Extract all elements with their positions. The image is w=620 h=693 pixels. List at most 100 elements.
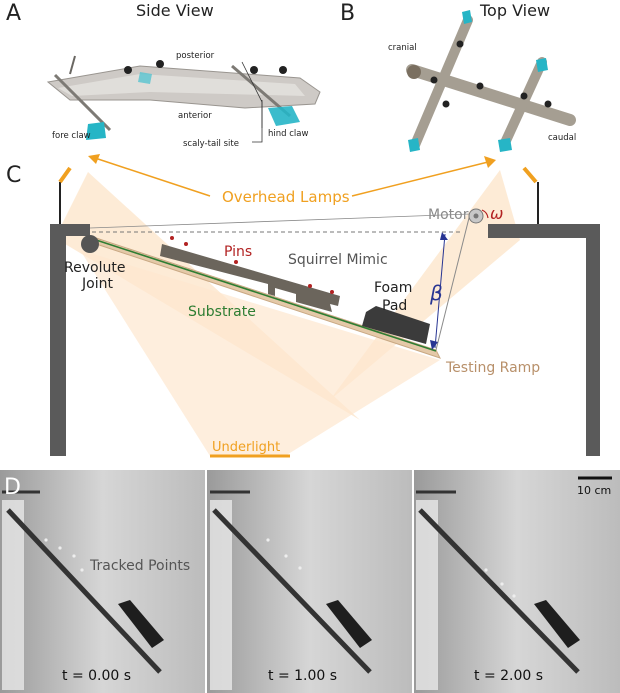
label-beta: β xyxy=(429,281,443,305)
foam-pad xyxy=(362,306,430,344)
pin-marker xyxy=(170,236,174,240)
top-view-marker xyxy=(430,76,438,84)
squirrel-mimic-shape xyxy=(160,244,340,312)
pin-marker xyxy=(308,284,312,288)
frame-top-right xyxy=(488,224,600,238)
tracked-point xyxy=(512,594,516,598)
frame-1-foam xyxy=(118,600,164,648)
lamp-arrow-left xyxy=(94,157,211,197)
beta-arrow xyxy=(434,233,446,349)
frame-2: t = 1.00 s xyxy=(207,470,412,693)
top-view-head xyxy=(407,65,421,79)
frame-3: 10 cm t = 2.00 s xyxy=(414,470,620,693)
label-overhead-lamps: Overhead Lamps xyxy=(222,188,350,206)
label-hind-claw: hind claw xyxy=(268,129,308,139)
side-view-device xyxy=(46,55,321,140)
panel-b-letter: B xyxy=(340,1,355,26)
frame-3-photo xyxy=(414,470,620,693)
side-view-marker xyxy=(250,66,258,74)
side-view-post xyxy=(69,55,76,75)
side-view-front-leg xyxy=(53,73,112,132)
motor-cable xyxy=(89,213,471,229)
frame-2-time: t = 1.00 s xyxy=(268,668,337,684)
panel-a-letter: A xyxy=(6,1,21,26)
top-view-rear-bar xyxy=(499,57,547,150)
frame-2-ramp xyxy=(212,508,372,674)
top-view-marker xyxy=(476,82,484,90)
top-view-claw xyxy=(498,138,512,152)
right-lamp xyxy=(522,166,538,184)
beta-arrow-head-top xyxy=(440,232,448,240)
label-testing-ramp: Testing Ramp xyxy=(445,360,540,376)
frame-left-leg xyxy=(50,224,66,456)
pin-marker xyxy=(330,290,334,294)
revolute-joint xyxy=(81,235,99,253)
panel-c-letter: C xyxy=(6,163,21,188)
tracked-point xyxy=(266,538,270,542)
pin-marker xyxy=(184,242,188,246)
left-lamp xyxy=(58,166,72,184)
top-view-claw xyxy=(408,138,420,152)
tracked-point xyxy=(44,538,48,542)
tracked-point xyxy=(58,546,62,550)
panel-d-letter: D xyxy=(4,475,21,500)
panel-a: A Side View posterior anterior fore claw… xyxy=(6,1,321,149)
tracked-point xyxy=(284,554,288,558)
panel-b: B Top View cranial caudal xyxy=(340,1,576,152)
motor-axle xyxy=(473,213,479,219)
label-omega: ω xyxy=(490,204,503,223)
label-squirrel-mimic: Squirrel Mimic xyxy=(288,252,388,268)
panel-c: C Overhead Lamps xyxy=(6,154,600,458)
label-caudal: caudal xyxy=(548,133,576,143)
lamp-arrow-right xyxy=(351,161,489,197)
frame-3-time: t = 2.00 s xyxy=(474,668,543,684)
lamp-arrow-right-head xyxy=(484,156,496,168)
label-substrate: Substrate xyxy=(188,304,256,320)
top-view-marker xyxy=(544,100,552,108)
label-tracked-points: Tracked Points xyxy=(89,558,190,574)
label-scaly-tail-site: scaly-tail site xyxy=(183,139,239,149)
tracked-point xyxy=(298,566,302,570)
frame-1-stand xyxy=(2,500,24,690)
label-fore-claw: fore claw xyxy=(52,131,91,141)
side-view-marker xyxy=(279,66,287,74)
side-view-tip xyxy=(138,72,152,84)
label-motor: Motor xyxy=(428,207,469,223)
top-view-claw xyxy=(462,10,472,24)
frame-1-photo xyxy=(0,470,205,693)
top-view-device xyxy=(406,10,576,152)
frame-right-leg xyxy=(586,224,600,456)
frame-1-time: t = 0.00 s xyxy=(62,668,131,684)
top-view-marker xyxy=(456,40,464,48)
side-view-marker xyxy=(156,60,164,68)
tracked-point xyxy=(80,568,84,572)
label-foam-pad-1: Foam xyxy=(374,280,412,296)
tracked-point xyxy=(484,568,488,572)
label-underlight: Underlight xyxy=(212,440,280,455)
label-cranial: cranial xyxy=(388,43,417,53)
panel-b-title: Top View xyxy=(479,1,550,20)
side-view-marker xyxy=(124,66,132,74)
beta-arrow-head-bottom xyxy=(430,340,438,350)
top-view-marker xyxy=(520,92,528,100)
substrate-line xyxy=(89,237,437,352)
panel-d: Tracked Points t = 0.00 s D t = 1.00 s xyxy=(0,470,620,693)
frame-3-foam xyxy=(534,600,580,648)
label-revolute-joint-1: Revolute xyxy=(64,260,125,276)
top-view-marker xyxy=(442,100,450,108)
frame-1: Tracked Points t = 0.00 s D xyxy=(0,470,205,693)
tracked-point xyxy=(500,582,504,586)
lamp-arrow-left-head xyxy=(88,154,100,164)
label-foam-pad-2: Pad xyxy=(382,298,407,314)
frame-2-stand xyxy=(210,500,232,690)
fore-claw-mark xyxy=(86,122,106,140)
underlight-cone xyxy=(80,250,440,456)
scale-bar-label: 10 cm xyxy=(577,484,611,497)
label-posterior: posterior xyxy=(176,51,215,61)
tracked-point xyxy=(72,554,76,558)
top-view-claw xyxy=(536,58,548,72)
frame-2-photo xyxy=(207,470,412,693)
frame-3-ramp xyxy=(418,508,580,674)
